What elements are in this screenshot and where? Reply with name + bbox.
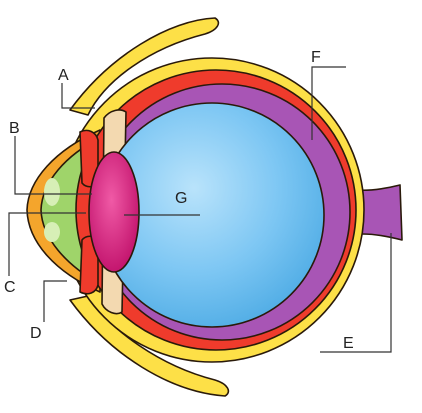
label-g: G: [175, 190, 187, 207]
leader-e: [320, 233, 392, 353]
leader-d: [43, 280, 67, 322]
label-a: A: [58, 67, 69, 84]
aqueous-highlight-top: [44, 178, 60, 206]
leader-a: [61, 83, 95, 109]
upper-eyelid: [69, 17, 220, 116]
leader-c: [8, 212, 86, 276]
leader-f: [311, 66, 346, 140]
label-b: B: [9, 120, 20, 137]
iris-lower: [79, 235, 99, 295]
label-f: F: [311, 49, 321, 66]
leader-b: [14, 136, 92, 195]
aqueous-highlight-bottom: [44, 222, 60, 242]
label-d: D: [30, 325, 42, 342]
label-c: C: [4, 279, 16, 296]
label-e: E: [343, 335, 354, 352]
lens: [88, 151, 140, 273]
